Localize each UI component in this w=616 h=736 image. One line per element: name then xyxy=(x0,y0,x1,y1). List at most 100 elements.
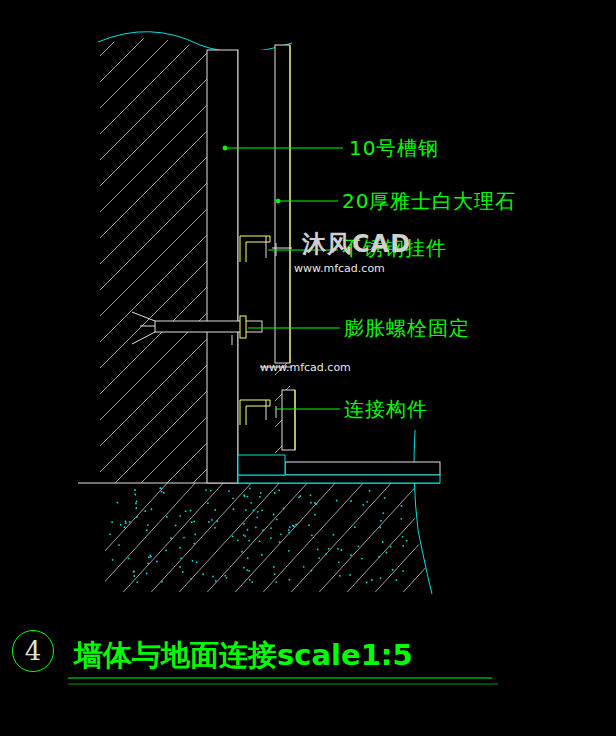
concrete-dot xyxy=(185,510,187,512)
hatch-line xyxy=(90,688,300,736)
concrete-dot xyxy=(117,502,119,504)
concrete-dot xyxy=(379,527,381,529)
concrete-dot xyxy=(273,514,275,516)
concrete-dot xyxy=(125,522,127,524)
concrete-dot xyxy=(259,496,261,498)
concrete-dot xyxy=(275,581,277,583)
concrete-dot xyxy=(303,566,305,568)
concrete-dot xyxy=(120,524,122,526)
concrete-dot xyxy=(314,502,316,504)
concrete-dot xyxy=(193,543,195,545)
concrete-dot xyxy=(380,577,382,579)
concrete-dot xyxy=(262,529,264,531)
concrete-dot xyxy=(233,508,235,510)
concrete-dot xyxy=(243,534,245,536)
concrete-dot xyxy=(193,521,195,523)
concrete-dot xyxy=(378,556,380,558)
hatch-line xyxy=(424,480,534,600)
part-label: 连接构件 xyxy=(342,397,430,421)
concrete-dot xyxy=(128,558,130,560)
hatch-line xyxy=(90,532,300,736)
concrete-dot xyxy=(292,525,294,527)
concrete-dot xyxy=(183,537,185,539)
hatch-line xyxy=(312,480,422,600)
concrete-dot xyxy=(349,574,351,576)
concrete-dot xyxy=(232,497,234,499)
concrete-dot xyxy=(402,536,404,538)
concrete-dot xyxy=(316,503,318,505)
concrete-dot xyxy=(366,501,368,503)
hatch-line xyxy=(592,480,616,600)
concrete-dot xyxy=(244,535,246,537)
drawing-title: 墙体与地面连接scale1:5 xyxy=(74,637,413,673)
concrete-dot xyxy=(332,534,334,536)
concrete-dot xyxy=(211,519,213,521)
concrete-dot xyxy=(207,502,209,504)
concrete-dot xyxy=(135,507,137,509)
concrete-dot xyxy=(369,490,371,492)
concrete-dot xyxy=(336,500,338,502)
concrete-dot xyxy=(256,516,258,518)
hatch-line xyxy=(396,480,506,600)
concrete-dot xyxy=(380,520,382,522)
concrete-dot xyxy=(270,527,272,529)
concrete-dot xyxy=(156,561,158,563)
hatch-line xyxy=(172,480,282,600)
concrete-dot xyxy=(243,523,245,525)
concrete-dot xyxy=(392,569,394,571)
hatch-line xyxy=(90,454,300,664)
concrete-dot xyxy=(274,573,276,575)
hatch-line xyxy=(564,480,616,600)
concrete-dot xyxy=(159,487,161,489)
watermark: www.mfcad.com xyxy=(258,361,353,374)
concrete-dot xyxy=(386,552,388,554)
concrete-dot xyxy=(325,553,327,555)
concrete-dot xyxy=(147,562,149,564)
hatch-line xyxy=(536,480,616,600)
concrete-dot xyxy=(274,492,276,494)
concrete-dot xyxy=(124,526,126,528)
part-label: 20厚雅士白大理石 xyxy=(340,189,518,213)
concrete-dot xyxy=(237,539,239,541)
hatch-line xyxy=(90,0,300,14)
hatch-line xyxy=(88,480,198,600)
concrete-dot xyxy=(354,526,356,528)
concrete-dot xyxy=(338,561,340,563)
hatch-line xyxy=(228,480,338,600)
concrete-dot xyxy=(288,532,290,534)
concrete-dot xyxy=(382,512,384,514)
concrete-dot xyxy=(241,551,243,553)
concrete-dot xyxy=(406,540,408,542)
concrete-dot xyxy=(194,533,196,535)
concrete-dot xyxy=(135,503,137,505)
hatch-line xyxy=(90,610,300,736)
concrete-dot xyxy=(341,549,343,551)
concrete-dot xyxy=(390,546,392,548)
concrete-dot xyxy=(318,557,320,559)
hatch-line xyxy=(284,480,394,600)
concrete-dot xyxy=(134,489,136,491)
concrete-dot xyxy=(247,529,249,531)
concrete-dot xyxy=(402,545,404,547)
concrete-dot xyxy=(382,541,384,543)
concrete-dot xyxy=(136,581,138,583)
concrete-dot xyxy=(366,582,368,584)
concrete-dot xyxy=(308,524,310,526)
hatch-line xyxy=(480,480,590,600)
callout-circle: 4 xyxy=(12,630,54,672)
concrete-dot xyxy=(202,573,204,575)
concrete-dot xyxy=(214,527,216,529)
concrete-dot xyxy=(192,560,194,562)
concrete-dot xyxy=(280,533,282,535)
concrete-dot xyxy=(276,518,278,520)
concrete-dot xyxy=(151,508,153,510)
concrete-dot xyxy=(170,537,172,539)
concrete-dot xyxy=(166,516,168,518)
concrete-dot xyxy=(249,579,251,581)
concrete-dot xyxy=(260,492,262,494)
concrete-dot xyxy=(179,547,181,549)
concrete-dot xyxy=(111,521,113,523)
hatch-line xyxy=(256,480,366,600)
concrete-dot xyxy=(149,554,151,556)
